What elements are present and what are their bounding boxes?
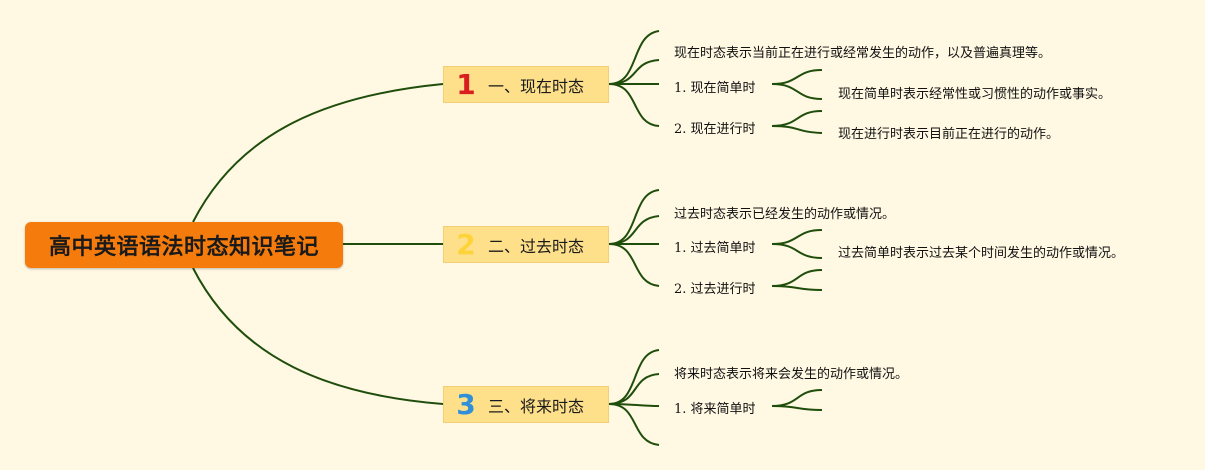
- leaf-present-progressive[interactable]: 2. 现在进行时: [674, 122, 756, 137]
- root-topic[interactable]: 高中英语语法时态知识笔记: [25, 222, 343, 268]
- connector-b2-sub2-a: [771, 269, 823, 287]
- branch-label: 三、将来时态: [488, 396, 585, 416]
- detail-past-simple[interactable]: 过去简单时表示过去某个时间发生的动作或情况。: [838, 246, 1125, 261]
- detail-present-progressive[interactable]: 现在进行时表示目前正在进行的动作。: [838, 127, 1060, 142]
- number-badge-1: 1: [456, 67, 476, 101]
- connector-b1-fan-2: [608, 59, 660, 85]
- connector-root-branch-3: [192, 267, 444, 405]
- leaf-future-simple[interactable]: 1. 将来简单时: [674, 402, 756, 417]
- leaf-past-simple[interactable]: 1. 过去简单时: [674, 241, 756, 256]
- connector-b3-fan-1: [608, 349, 660, 405]
- connector-b2-fan-4: [608, 243, 660, 287]
- branch-label: 一、现在时态: [488, 76, 585, 96]
- connector-b2-sub1-b: [771, 243, 823, 259]
- connector-b1-sub1-b: [771, 83, 823, 100]
- leaf-present-definition[interactable]: 现在时态表示当前正在进行或经常发生的动作，以及普遍真理等。: [674, 46, 1052, 61]
- connector-b2-sub2-b: [771, 285, 823, 291]
- connector-b1-sub1-a: [771, 69, 823, 85]
- connector-b1-fan-4: [608, 83, 660, 127]
- connector-b3-fan-4: [608, 403, 660, 446]
- leaf-past-progressive[interactable]: 2. 过去进行时: [674, 282, 756, 297]
- connector-b3-sub1-b: [771, 405, 823, 411]
- detail-present-simple[interactable]: 现在简单时表示经常性或习惯性的动作或事实。: [838, 87, 1112, 102]
- connector-b3-sub1-a: [771, 389, 823, 407]
- root-topic-title: 高中英语语法时态知识笔记: [48, 235, 319, 260]
- branch-label: 二、过去时态: [488, 236, 585, 256]
- connector-b2-sub1-a: [771, 229, 823, 245]
- number-badge-2: 2: [456, 227, 476, 261]
- branch-present-tense[interactable]: 1 一、现在时态: [443, 66, 609, 103]
- connector-b1-sub2-a: [771, 110, 823, 127]
- branch-past-tense[interactable]: 2 二、过去时态: [443, 226, 609, 263]
- connector-root-branch-1: [192, 83, 444, 223]
- connector-b1-sub2-b: [771, 125, 823, 134]
- leaf-past-definition[interactable]: 过去时态表示已经发生的动作或情况。: [674, 207, 896, 222]
- connector-b1-fan-1: [608, 30, 660, 85]
- number-badge-3: 3: [456, 387, 476, 421]
- leaf-present-simple[interactable]: 1. 现在简单时: [674, 81, 756, 96]
- branch-future-tense[interactable]: 3 三、将来时态: [443, 386, 609, 423]
- leaf-future-definition[interactable]: 将来时态表示将来会发生的动作或情况。: [674, 367, 909, 382]
